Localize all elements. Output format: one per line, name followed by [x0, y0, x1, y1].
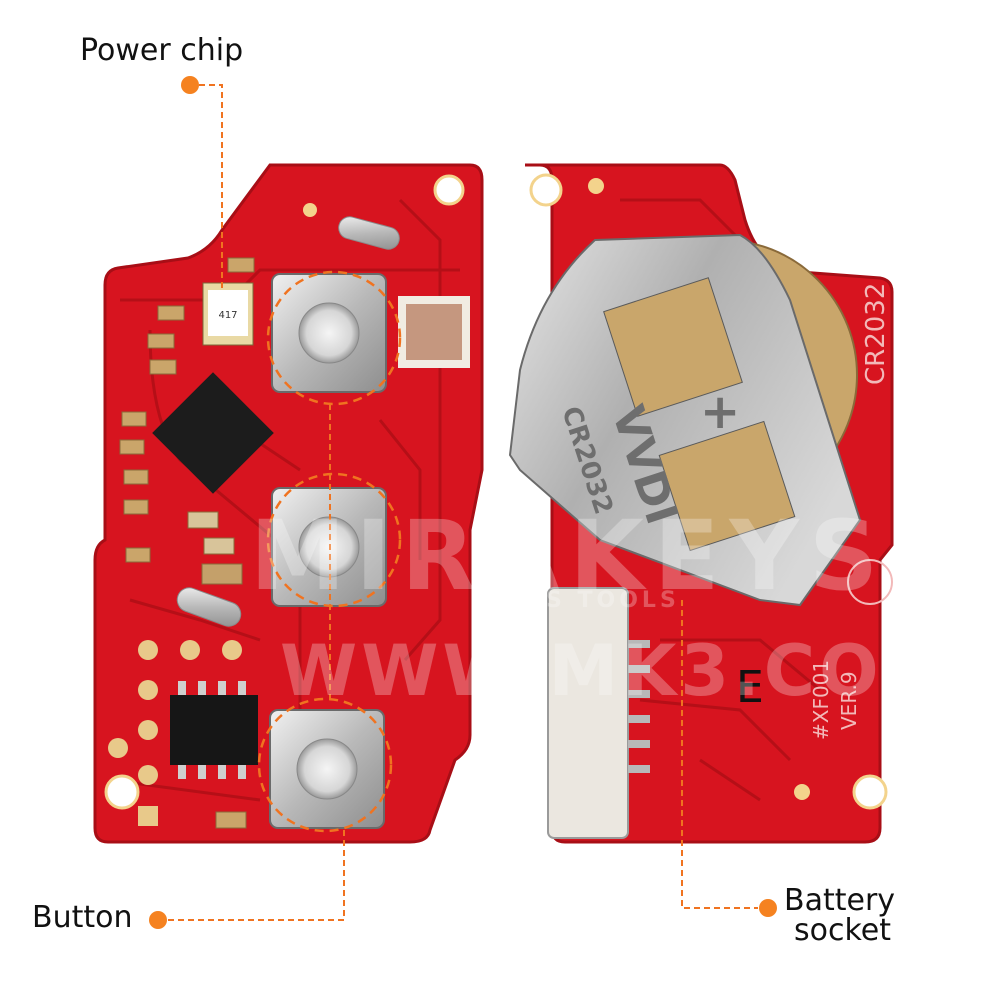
cell-type-marking: CR2032	[861, 283, 891, 385]
tact-button-3	[269, 709, 385, 829]
highlight-circles	[257, 270, 402, 833]
flat-connector	[547, 587, 650, 839]
right-via-2	[794, 784, 810, 800]
left-mount-hole	[433, 174, 465, 206]
left-pcb: 417	[93, 163, 484, 844]
letter-marking: E	[736, 662, 764, 713]
power-chip-label: Power chip	[80, 33, 244, 68]
battery-marker-dot	[759, 899, 777, 917]
callouts	[149, 76, 777, 929]
power-chip-marker-dot	[181, 76, 199, 94]
tact-button-1	[271, 273, 387, 393]
battery-leader-line	[681, 600, 758, 909]
battery-socket-label-line2: socket	[794, 913, 892, 948]
highlight-circle-button-1	[266, 270, 402, 406]
clip-slot-2	[658, 420, 796, 552]
mcu-chip	[152, 372, 274, 494]
power-chip: 417	[202, 282, 254, 346]
right-mount-hole-bottom	[852, 774, 888, 810]
battery-socket-label-line1: Battery	[784, 883, 896, 918]
power-chip-leader-line	[199, 84, 223, 290]
right-pcb: VVDI + CR2032 CR2032 #XF001 VER.9 E	[508, 163, 894, 844]
button-label: Button	[32, 900, 133, 935]
eeprom-chip	[170, 681, 258, 779]
highlight-circle-button-3	[257, 697, 393, 833]
highlight-circle-button-2	[266, 472, 402, 608]
battery-socket-label: Battery socket	[784, 886, 984, 946]
right-via	[588, 178, 604, 194]
button-marker-dot	[149, 911, 167, 929]
left-mount-hole-bottom	[104, 774, 140, 810]
clip-slot-1	[603, 277, 743, 417]
crystal	[338, 216, 400, 250]
button-leader-line	[168, 830, 345, 921]
model-marking: #XF001	[809, 660, 833, 740]
crystal-2	[176, 587, 242, 627]
battery-holder: VVDI + CR2032	[508, 233, 862, 607]
watermark-text: MIRAKEYS	[250, 500, 889, 612]
test-pads	[108, 640, 242, 826]
version-marking: VER.9	[837, 671, 861, 730]
watermark-url: WWW.MK3.COM	[280, 630, 957, 712]
power-chip-text: 417	[218, 310, 237, 321]
watermark-subtext: KEYS TOOLS	[486, 588, 680, 613]
holder-plus-text: +	[700, 384, 740, 440]
right-traces	[620, 198, 821, 802]
left-via	[303, 203, 317, 217]
passive-components	[119, 257, 255, 829]
datamatrix-label	[398, 296, 470, 368]
right-mount-hole	[529, 173, 563, 207]
logo-stamp	[847, 559, 893, 605]
